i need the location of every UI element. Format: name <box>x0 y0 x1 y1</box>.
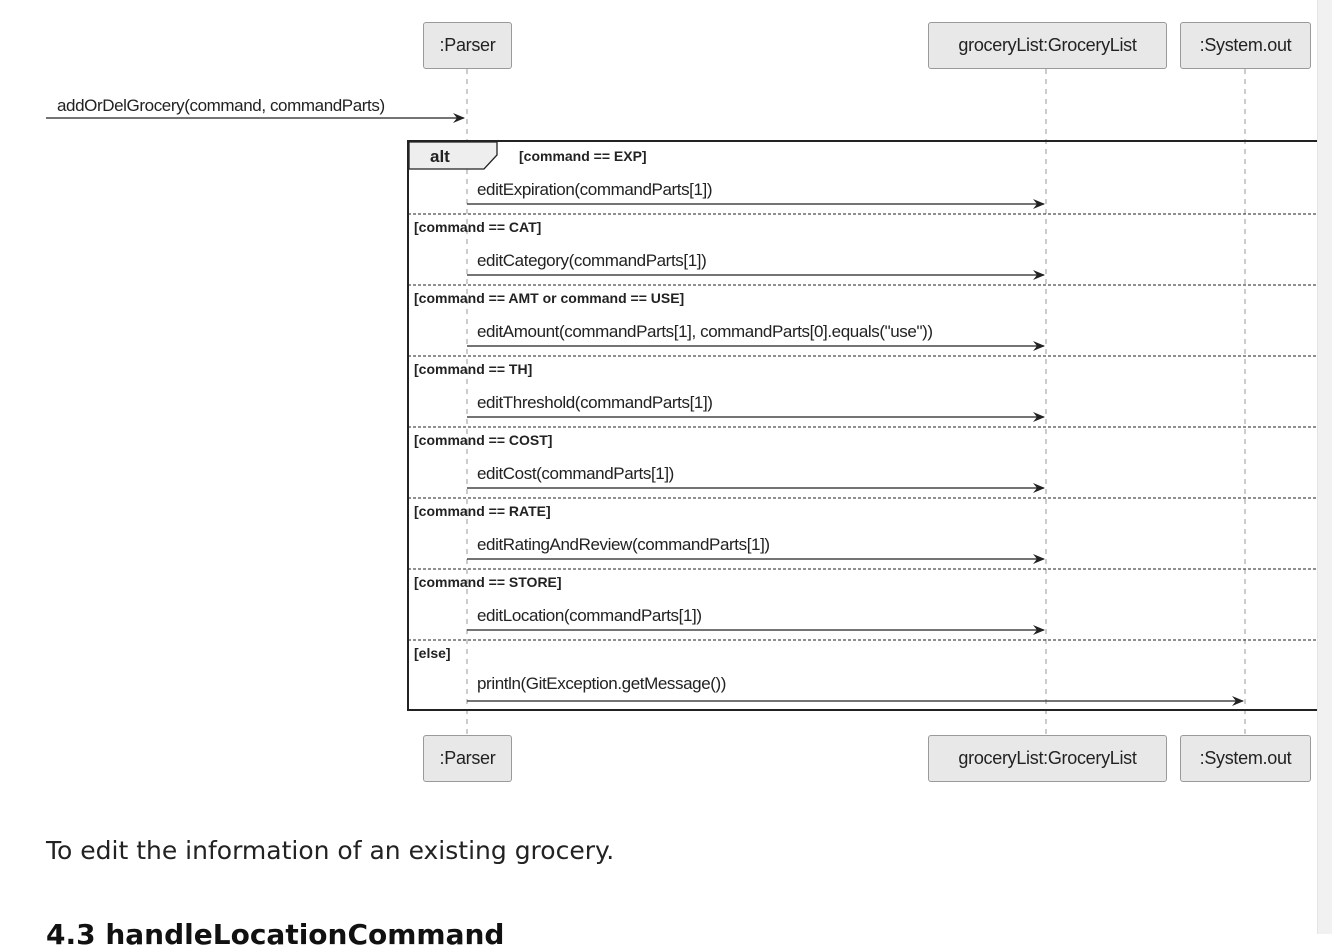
message-label: editAmount(commandParts[1], commandParts… <box>477 322 933 341</box>
entry-message-label: addOrDelGrocery(command, commandParts) <box>57 96 385 115</box>
alt-operand: [else] println(GitException.getMessage()) <box>408 639 1326 706</box>
operand-guard: [command == STORE] <box>414 574 562 590</box>
operand-guard: [command == EXP] <box>519 148 647 164</box>
alt-operand: [command == RATE] editRatingAndReview(com… <box>408 497 1326 564</box>
message-label: println(GitException.getMessage()) <box>477 674 726 693</box>
sequence-canvas: addOrDelGrocery(command, commandParts) a… <box>46 69 1327 735</box>
participant-systemout-top: :System.out <box>1180 22 1311 69</box>
operand-guard: [command == RATE] <box>414 503 551 519</box>
sequence-diagram: :Parser groceryList:GroceryList :System.… <box>46 22 1327 782</box>
alt-operands: [command == EXP] editExpiration(commandPa… <box>408 148 1326 706</box>
message-label: editThreshold(commandParts[1]) <box>477 393 713 412</box>
message-label: editLocation(commandParts[1]) <box>477 606 702 625</box>
operand-guard: [else] <box>414 645 451 661</box>
operand-guard: [command == CAT] <box>414 219 541 235</box>
alt-operand: [command == STORE] editLocation(commandPa… <box>408 568 1326 635</box>
message-label: editRatingAndReview(commandParts[1]) <box>477 535 770 554</box>
alt-operand: [command == COST] editCost(commandParts[1… <box>408 426 1326 493</box>
participant-grocerylist-top: groceryList:GroceryList <box>928 22 1167 69</box>
alt-operand: [command == TH] editThreshold(commandPart… <box>408 355 1326 422</box>
caption-text: To edit the information of an existing g… <box>46 836 615 865</box>
message-label: editCost(commandParts[1]) <box>477 464 674 483</box>
operand-guard: [command == AMT or command == USE] <box>414 290 684 306</box>
operand-guard: [command == COST] <box>414 432 552 448</box>
message-label: editCategory(commandParts[1]) <box>477 251 706 270</box>
participant-grocerylist-bottom: groceryList:GroceryList <box>928 735 1167 782</box>
alt-operand: [command == CAT] editCategory(commandPart… <box>408 213 1326 280</box>
participant-parser-top: :Parser <box>423 22 512 69</box>
next-section-heading: 4.3 handleLocationCommand <box>46 918 505 951</box>
alt-keyword-tab <box>408 141 498 170</box>
operand-guard: [command == TH] <box>414 361 532 377</box>
participant-systemout-bottom: :System.out <box>1180 735 1311 782</box>
scrollbar[interactable] <box>1317 0 1332 934</box>
alt-keyword: alt <box>430 147 450 166</box>
participant-parser-bottom: :Parser <box>423 735 512 782</box>
alt-operand: [command == EXP] editExpiration(commandPa… <box>467 148 1045 209</box>
alt-operand: [command == AMT or command == USE] editAm… <box>408 284 1326 351</box>
message-label: editExpiration(commandParts[1]) <box>477 180 712 199</box>
